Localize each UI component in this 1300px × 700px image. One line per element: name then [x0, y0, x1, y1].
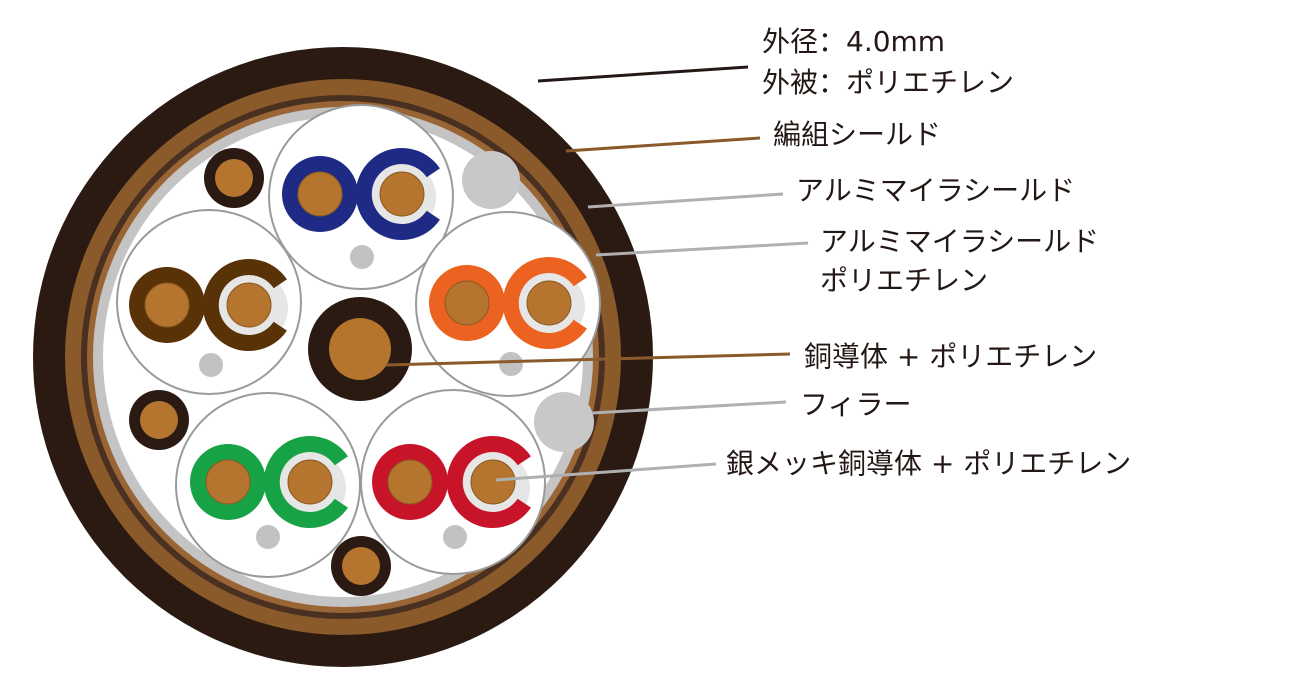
twisted-pair-green — [175, 392, 361, 578]
label-copper-conductor: 銅導体 + ポリエチレン — [804, 340, 1098, 373]
leader-line-pair-shield — [595, 241, 809, 257]
label-aluminum-mylar-shield: アルミマイラシールド — [796, 174, 1076, 207]
leader-line-silver-copper — [495, 462, 717, 482]
twisted-pair-blue — [268, 104, 454, 290]
leader-line-braid — [565, 136, 761, 153]
center-copper-conductor — [308, 297, 412, 401]
gray-filler-right — [534, 392, 594, 452]
label-silver-copper-conductor: 銀メッキ銅導体 + ポリエチレン — [726, 447, 1132, 480]
leader-line-copper — [385, 352, 791, 367]
leader-line-filler — [591, 400, 787, 415]
small-dark-filler-top — [204, 148, 264, 208]
label-outer-diameter: 外径：4.0mm — [762, 25, 946, 58]
small-dark-filler-left — [129, 390, 189, 450]
label-pair-shield-line1: アルミマイラシールド — [820, 225, 1100, 258]
label-jacket: 外被：ポリエチレン — [762, 66, 1015, 99]
twisted-pair-red — [360, 389, 546, 575]
label-braid-shield: 編組シールド — [773, 118, 942, 151]
twisted-pair-brown — [116, 209, 302, 395]
leader-line-jacket — [537, 65, 749, 83]
gray-filler-top-right — [462, 151, 520, 209]
twisted-pair-orange — [415, 211, 601, 397]
label-pair-shield-line2: ポリエチレン — [820, 264, 989, 297]
small-dark-filler-bottom — [331, 536, 391, 596]
label-filler: フィラー — [800, 388, 912, 421]
leader-line-mylar — [587, 192, 784, 209]
